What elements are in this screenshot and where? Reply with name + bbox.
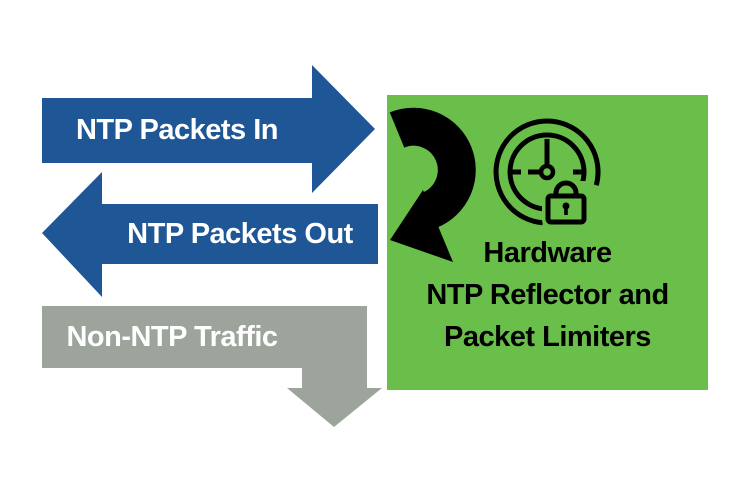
padlock-shackle — [553, 180, 579, 197]
u-turn-arrow-body — [389, 107, 476, 228]
u-turn-reflect-arrow-icon — [389, 107, 476, 262]
clock-outer-ring — [493, 118, 601, 226]
ntp-packets-out-arrow-shape — [42, 172, 378, 297]
clock-with-padlock-icon — [493, 118, 601, 226]
padlock-body — [545, 193, 587, 225]
clock-center-dot — [538, 163, 556, 181]
u-turn-arrow-head — [390, 190, 453, 262]
padlock-keyhole-stem — [564, 207, 568, 215]
non-ntp-traffic-arrow-shape — [42, 306, 382, 427]
ntp-packets-in-arrow-shape — [42, 65, 375, 193]
